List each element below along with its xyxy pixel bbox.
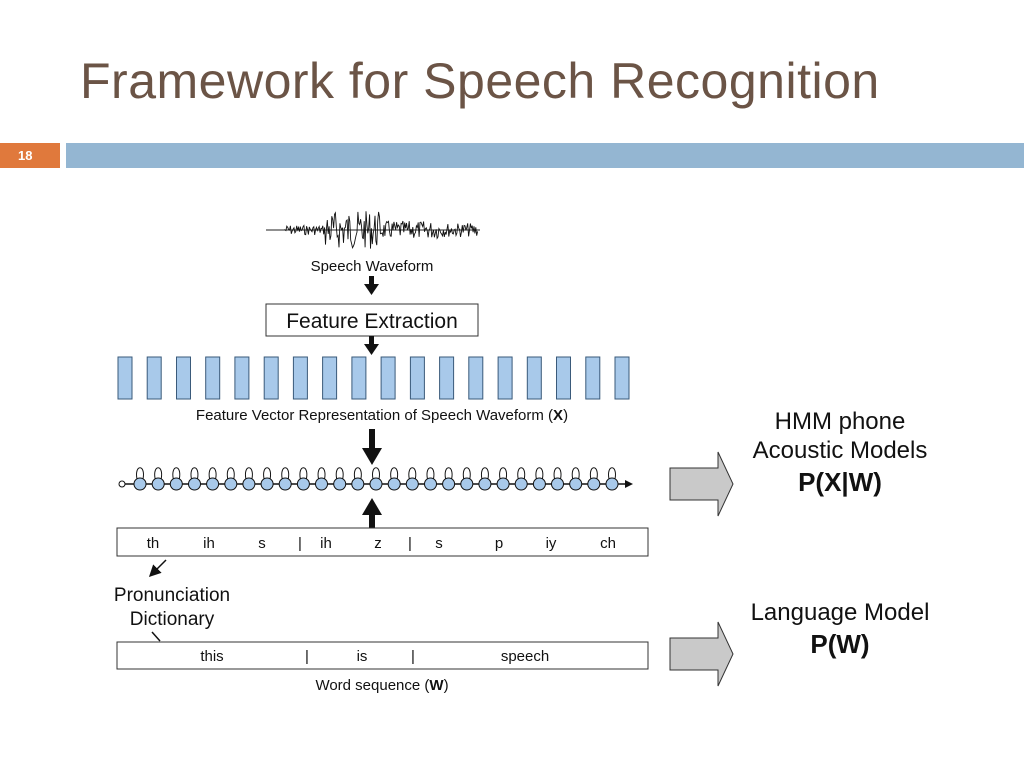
feature-vector (263, 356, 279, 400)
slide-title: Framework for Speech Recognition (80, 53, 880, 109)
speech-waveform (266, 211, 480, 250)
hmm-state (569, 477, 583, 491)
phone-separator: | (408, 535, 412, 552)
arrow-down-1 (364, 276, 379, 295)
page-number-badge: 18 (0, 143, 60, 168)
feature-vector (117, 356, 133, 400)
feature-vector (292, 356, 308, 400)
arrow-down-3 (362, 429, 382, 465)
feature-vector (176, 356, 191, 400)
feature-vector (526, 356, 542, 400)
hmm-state (278, 477, 292, 491)
hmm-state (296, 477, 310, 491)
pronunciation-dictionary-line2: Dictionary (130, 609, 215, 630)
feature-vector (380, 356, 396, 400)
hmm-state (496, 477, 510, 491)
hmm-state (369, 477, 383, 491)
feature-extraction-label: Feature Extraction (286, 310, 458, 333)
word-sequence-label: Word sequence (W) (315, 677, 448, 694)
waveform-label: Speech Waveform (311, 258, 434, 275)
phone-label: p (495, 535, 503, 552)
word-separator: | (411, 648, 415, 665)
hmm-state (133, 477, 147, 491)
feature-extraction-box (265, 303, 479, 337)
acoustic-model-arrow (669, 451, 734, 517)
hmm-state (315, 477, 328, 491)
feature-vector (468, 356, 484, 400)
phone-sequence-box (116, 527, 649, 557)
hmm-state (551, 477, 564, 491)
feature-vector (205, 356, 221, 400)
hmm-state (424, 477, 437, 491)
hmm-state (206, 477, 220, 491)
word-separator: | (305, 648, 309, 665)
hmm-state (333, 477, 347, 491)
hmm-state (151, 477, 165, 491)
feature-vector (614, 356, 630, 400)
language-model-arrow (669, 621, 734, 687)
dictionary-pointer-up (148, 559, 167, 578)
arrow-up-1 (362, 498, 382, 528)
feature-vector (322, 356, 338, 400)
hmm-phone-chain (118, 467, 633, 491)
word-sequence: this | is | speech (200, 648, 549, 665)
phone-label: ih (320, 535, 332, 552)
phone-label: ih (203, 535, 215, 552)
feature-vector (351, 356, 367, 400)
hmm-state (605, 477, 619, 491)
hmm-state (460, 477, 474, 491)
phone-separator: | (298, 535, 302, 552)
acoustic-model-formula: P(X|W) (798, 467, 882, 497)
feature-vector (585, 356, 601, 400)
word-label: is (357, 648, 368, 665)
hmm-state (224, 477, 238, 491)
feature-vector (234, 356, 250, 400)
word-sequence-box (116, 641, 649, 670)
feature-vector (497, 356, 513, 400)
hmm-state (387, 477, 401, 491)
hmm-state (478, 477, 492, 491)
pronunciation-dictionary-line1: Pronunciation (114, 585, 230, 606)
hmm-state (188, 477, 201, 491)
acoustic-model-line1: HMM phone (775, 408, 906, 435)
hmm-state (242, 477, 256, 491)
hmm-state (351, 477, 365, 491)
phone-label: th (147, 535, 160, 552)
word-label: speech (501, 648, 549, 665)
phone-label: iy (546, 535, 557, 552)
dictionary-pointer-down (151, 631, 161, 642)
phone-label: ch (600, 535, 616, 552)
word-label: this (200, 648, 223, 665)
hmm-state (169, 477, 183, 491)
phone-label: s (435, 535, 443, 552)
feature-vector (409, 356, 425, 400)
arrow-down-2 (364, 336, 379, 355)
hmm-state (514, 477, 528, 491)
phone-sequence: th ih s | ih z | s p iy ch (147, 535, 616, 552)
feature-vector (439, 356, 455, 400)
hmm-state (442, 477, 456, 491)
hmm-state (532, 477, 546, 491)
language-model-formula: P(W) (810, 629, 869, 659)
language-model-line: Language Model (751, 599, 930, 626)
feature-vector (556, 356, 571, 400)
title-divider-bar (66, 143, 1024, 168)
hmm-state (405, 477, 419, 491)
feature-vectors (117, 356, 630, 400)
hmm-state (587, 477, 601, 491)
phone-label: z (374, 535, 382, 552)
phone-label: s (258, 535, 266, 552)
feature-vector-label: Feature Vector Representation of Speech … (196, 407, 568, 424)
feature-vector (146, 356, 162, 400)
hmm-state (260, 477, 274, 491)
acoustic-model-line2: Acoustic Models (753, 437, 928, 464)
